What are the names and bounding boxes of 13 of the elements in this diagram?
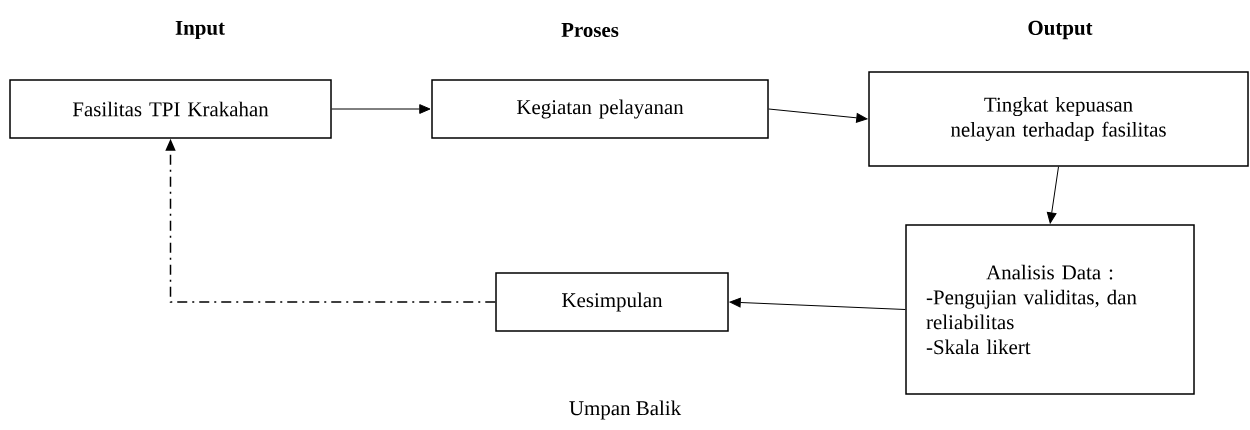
arrow (729, 297, 906, 310)
arrow (331, 104, 431, 114)
process-box: Kegiatan pelayanan (431, 79, 769, 139)
process-box: Tingkat kepuasan nelayan terhadap fasilitas (868, 71, 1249, 167)
process-box: Fasilitas TPI Krakahan (9, 79, 332, 139)
column-heading: Input (175, 20, 225, 40)
column-heading: Output (1028, 20, 1093, 40)
arrow (1046, 166, 1059, 224)
caption-text: Umpan Balik (569, 400, 682, 420)
process-box: Analisis Data : -Pengujian validitas, dan reliabilitas -Skala likert (905, 224, 1195, 395)
column-heading: Proses (561, 23, 619, 37)
arrow (768, 108, 868, 123)
process-box: Kesimpulan (495, 272, 729, 332)
